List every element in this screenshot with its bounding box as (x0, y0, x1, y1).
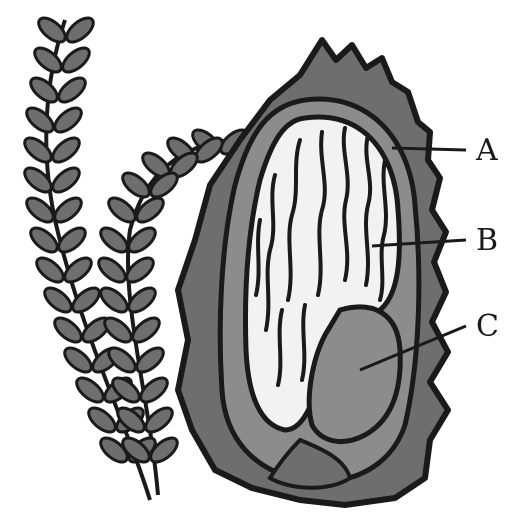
wheat-grain (55, 224, 90, 257)
wheat-grain (101, 314, 136, 347)
wheat-grain (97, 284, 132, 317)
wheat-grain (51, 194, 86, 227)
wheat-grain (49, 164, 84, 197)
wheat-grain (55, 74, 90, 107)
wheat-grain (105, 344, 140, 377)
wheat-grain (73, 374, 108, 407)
wheat-grain (31, 44, 66, 77)
wheat-grain (41, 284, 76, 317)
wheat-grain (61, 344, 96, 377)
wheat-grain (35, 14, 70, 47)
wheat-grain (49, 134, 84, 167)
wheat-grain (33, 254, 68, 287)
label-b: B (476, 223, 498, 258)
wheat-grain (21, 134, 56, 167)
wheat-grain (27, 74, 62, 107)
label-c: C (476, 309, 499, 344)
wheat-grain (23, 104, 58, 137)
wheat-grain (21, 164, 56, 197)
wheat-grain (51, 104, 86, 137)
wheat-grain (97, 224, 132, 257)
wheat-grain (63, 14, 98, 47)
wheat-grain (119, 169, 154, 202)
wheat-grain (59, 44, 94, 77)
wheat-grain (105, 194, 140, 227)
seed-cross-section (178, 40, 448, 505)
wheat-grain (85, 404, 120, 437)
label-a: A (475, 133, 498, 168)
wheat-grain (95, 254, 130, 287)
leader-line-a (392, 148, 466, 150)
wheat-grain (51, 314, 86, 347)
wheat-grain (133, 194, 168, 227)
